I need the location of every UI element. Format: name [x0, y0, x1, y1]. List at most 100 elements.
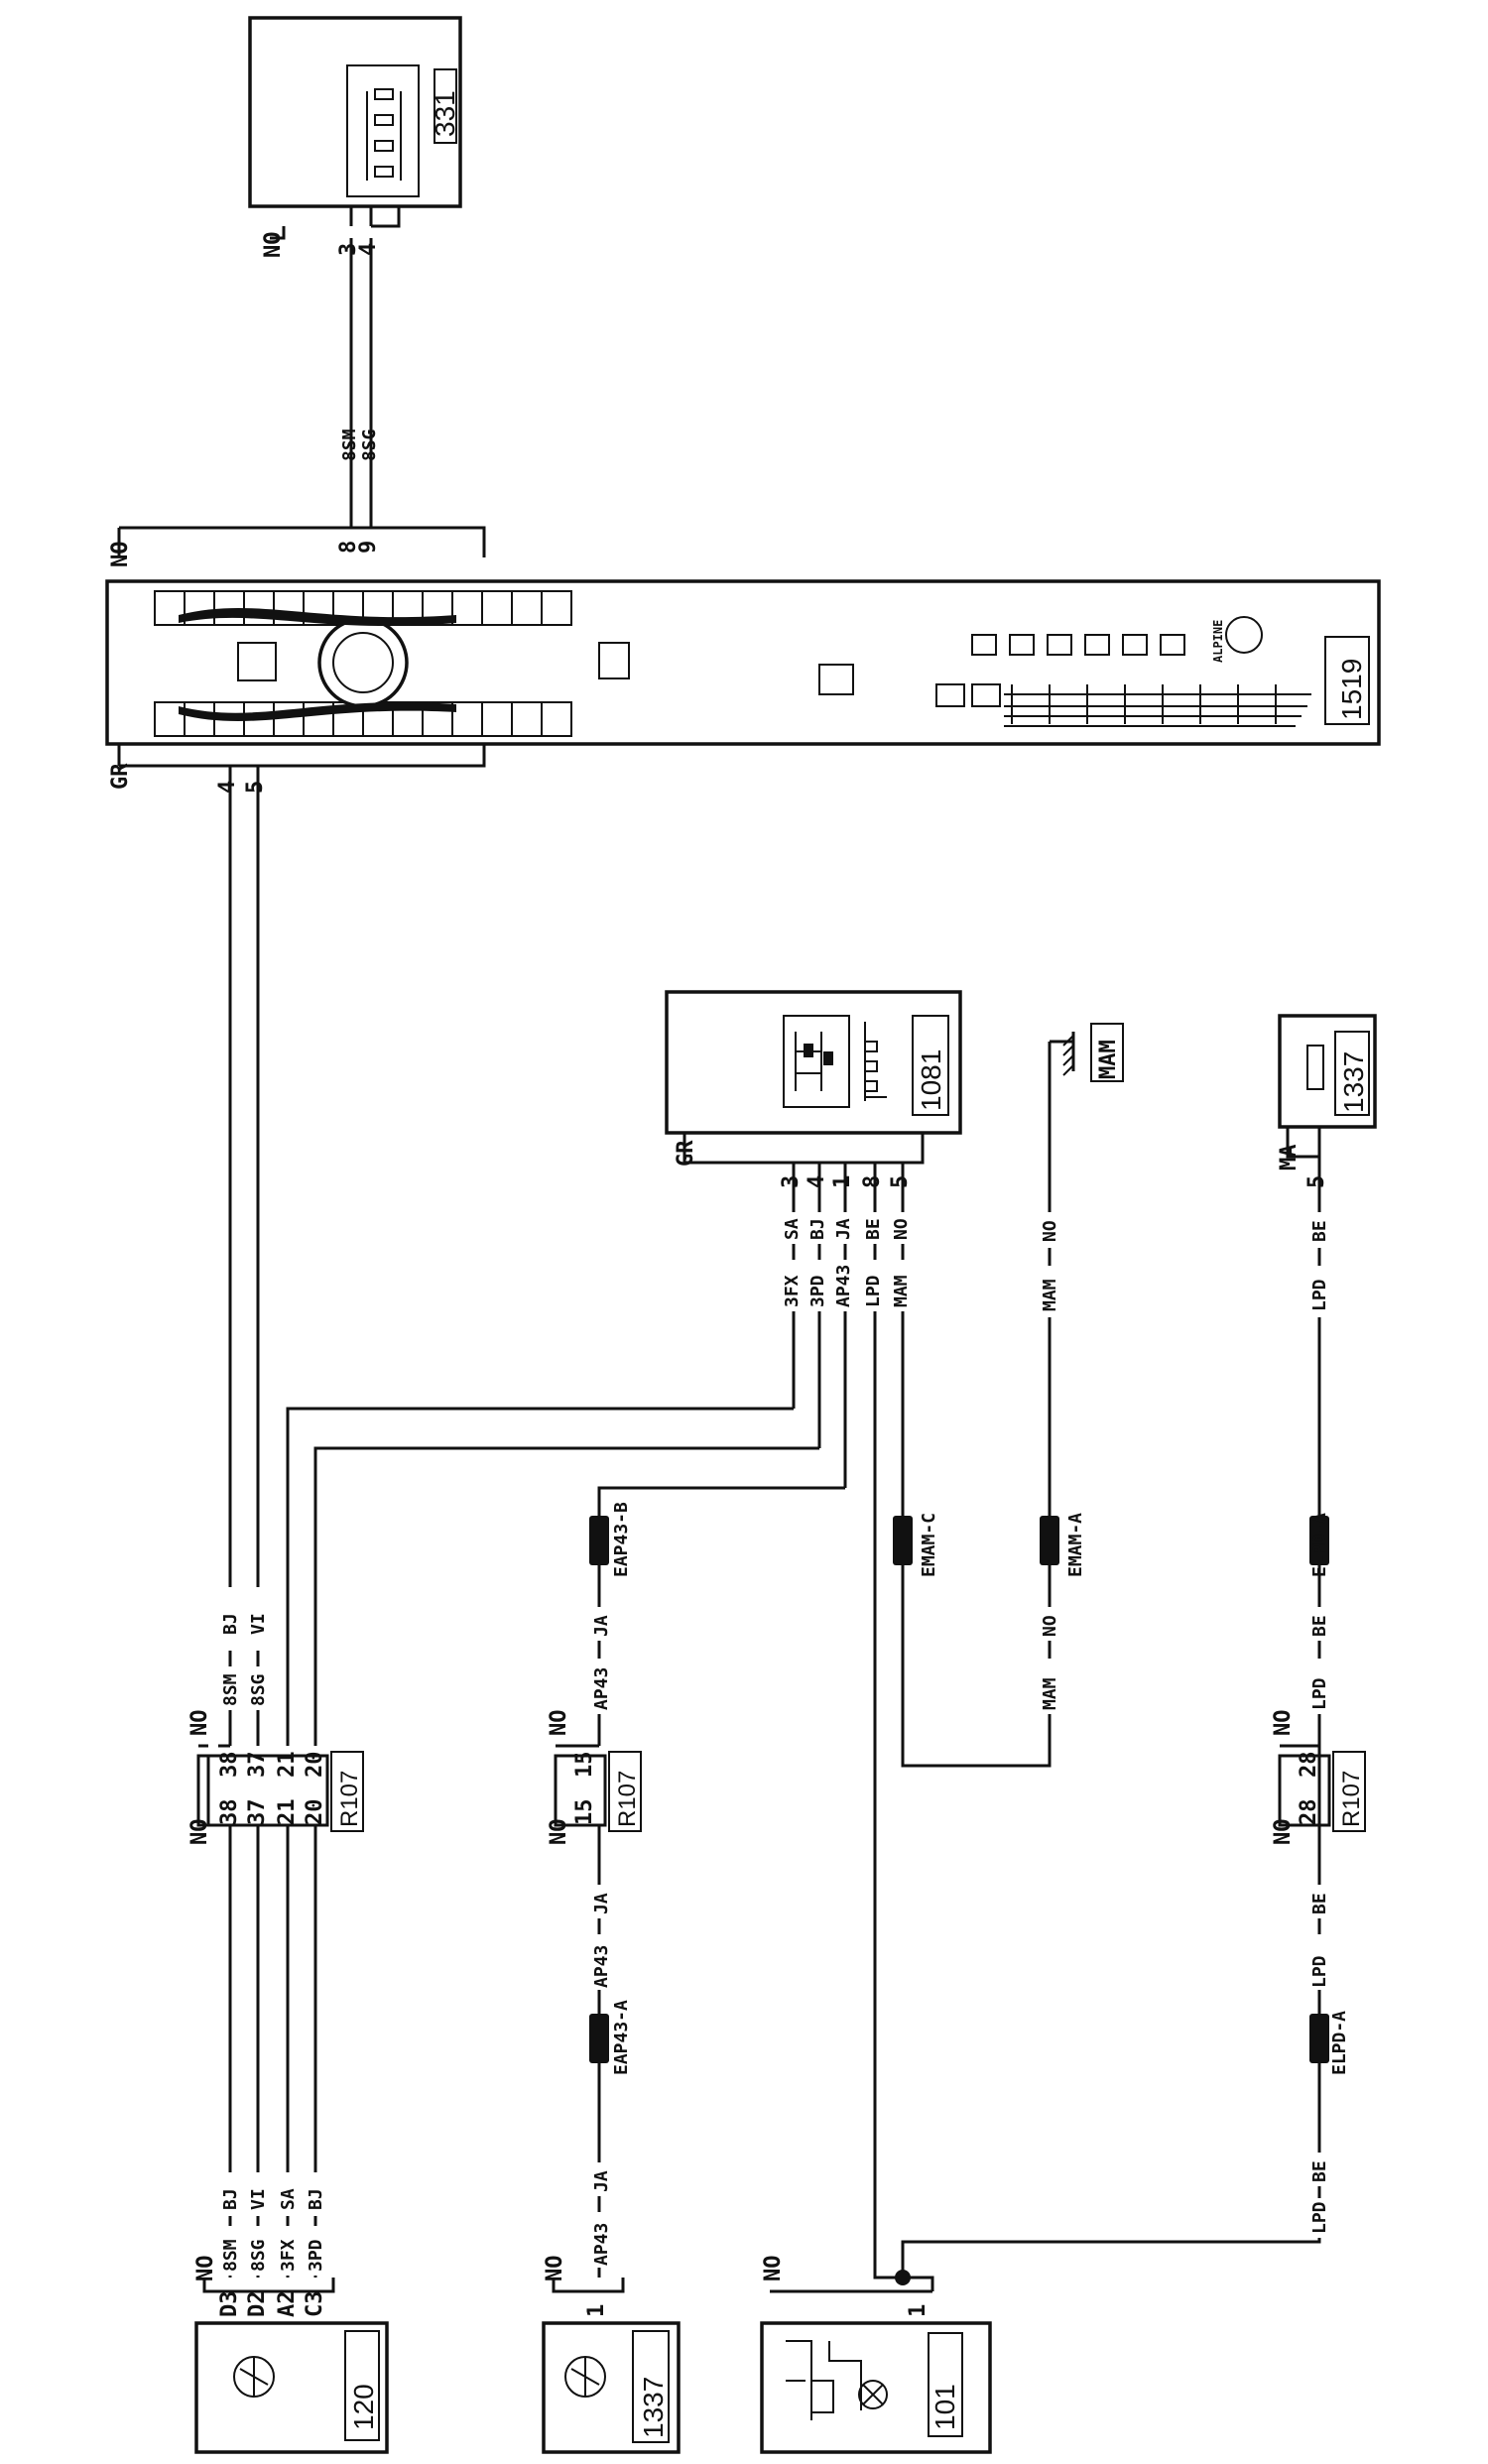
- r107b-r15: 15: [572, 1752, 597, 1779]
- bottom-bj2: BJ: [306, 2188, 326, 2210]
- color-sa: SA: [782, 1218, 803, 1240]
- r107a-right-no: NO: [187, 1710, 212, 1737]
- label-eap43-a: EAP43-A: [611, 2000, 632, 2075]
- 1337-color-be: BE: [1309, 1220, 1330, 1242]
- splice-eap43-a: [589, 2014, 609, 2063]
- component-331: 331: [248, 16, 462, 208]
- color-no: NO: [891, 1218, 912, 1240]
- seg-ap43-3: AP43: [591, 2223, 612, 2266]
- r107a-l20: 20: [303, 1799, 327, 1826]
- color-gr-1519: GR: [108, 763, 133, 790]
- label-1519: 1519: [1336, 659, 1367, 720]
- label-101: 101: [930, 2384, 960, 2430]
- r107a-l37: 37: [245, 1799, 270, 1826]
- pin-1081-3: 3: [779, 1175, 804, 1188]
- color-no-101: NO: [761, 2256, 786, 2282]
- splice-emam-c: [893, 1516, 913, 1565]
- r107a-r20: 20: [303, 1752, 327, 1779]
- wire-ap43: AP43: [833, 1265, 854, 1307]
- wire-3pd: 3PD: [807, 1275, 828, 1307]
- 1337-wire-lpd: LPD: [1309, 1279, 1330, 1311]
- pin-1519-8: 8: [336, 541, 361, 554]
- pin-1081-8: 8: [860, 1175, 885, 1188]
- connector-r107-a: R107: [196, 1736, 364, 1832]
- wire-8sm: 8SM: [339, 429, 360, 461]
- pin-120-a2: A2: [275, 2291, 300, 2318]
- pin-1519-5: 5: [243, 781, 268, 794]
- splice-elpd-a-bottom: [1309, 2014, 1329, 2063]
- label-r107-b: R107: [614, 1771, 641, 1827]
- splice-elpd-a-top: [1309, 1516, 1329, 1565]
- r107a-c1: BJ: [220, 1613, 241, 1635]
- label-1081: 1081: [916, 1049, 946, 1111]
- component-1337-bottom: 1337: [542, 2321, 681, 2454]
- label-emam-c: EMAM-C: [919, 1513, 939, 1577]
- color-no-120: NO: [193, 2256, 218, 2282]
- wire-lpd: LPD: [863, 1275, 884, 1307]
- pin-331-4: 4: [356, 243, 381, 256]
- component-1081: 1081: [665, 990, 962, 1135]
- r107b-left-no: NO: [547, 1819, 571, 1846]
- r107a-r38: 38: [217, 1752, 242, 1779]
- seg-ap43-1: AP43: [591, 1667, 612, 1710]
- pin-1337b-1: 1: [584, 2304, 609, 2317]
- pin-1519-4: 4: [215, 781, 240, 794]
- r107a-l38: 38: [217, 1799, 242, 1826]
- r107a-r21: 21: [275, 1752, 300, 1779]
- component-1519: ALPINE 1519: [105, 579, 1381, 746]
- color-ma-1337: MA: [1277, 1145, 1302, 1171]
- pin-1081-1: 1: [830, 1175, 855, 1188]
- component-120: 120: [194, 2321, 389, 2454]
- label-elpd-a-top: ELPD-A: [1309, 1513, 1330, 1577]
- bottom-bj: BJ: [220, 2188, 241, 2210]
- seg-ja-2: JA: [591, 1893, 612, 1914]
- seg-be-2: BE: [1309, 1893, 1330, 1914]
- bottom-3fx: 3FX: [278, 2239, 299, 2272]
- r107a-w1: 8SM: [220, 1673, 241, 1706]
- r107c-r28: 28: [1297, 1752, 1321, 1779]
- label-331: 331: [430, 90, 460, 137]
- component-101: 101: [760, 2321, 992, 2454]
- seg-be-3: BE: [1309, 2160, 1330, 2182]
- wire-mam: MAM: [891, 1275, 912, 1307]
- seg-mam-1: MAM: [1040, 1677, 1060, 1710]
- pin-1519-9: 9: [356, 541, 381, 554]
- color-bj: BJ: [807, 1218, 828, 1240]
- label-elpd-a-bottom: ELPD-A: [1329, 2011, 1350, 2075]
- wire-8sg: 8SG: [359, 429, 380, 461]
- pin-1081-5: 5: [888, 1175, 913, 1188]
- bottom-vi: VI: [248, 2188, 269, 2210]
- r107a-c2: VI: [248, 1613, 269, 1635]
- seg-ja-3: JA: [591, 2170, 612, 2192]
- pin-1081-4: 4: [805, 1175, 829, 1188]
- label-mam: MAM: [1096, 1040, 1121, 1079]
- seg-be-1: BE: [1309, 1615, 1330, 1637]
- color-be: BE: [863, 1218, 884, 1240]
- r107a-left-no: NO: [187, 1819, 212, 1846]
- connector-r107-b: R107: [554, 1744, 642, 1832]
- bottom-sa: SA: [278, 2188, 299, 2210]
- label-eap43-b: EAP43-B: [611, 1502, 632, 1577]
- seg-ja-1: JA: [591, 1615, 612, 1637]
- wire-3fx: 3FX: [782, 1275, 803, 1307]
- pin-331-3: 3: [336, 243, 361, 256]
- seg-ap43-2: AP43: [591, 1945, 612, 1988]
- r107a-w2: 8SG: [248, 1673, 269, 1706]
- ground-mam: MAM: [1048, 1023, 1124, 1756]
- bottom-8sg: 8SG: [248, 2239, 269, 2272]
- terminal-cell: [541, 590, 572, 626]
- color-no-1519: NO: [108, 542, 133, 568]
- bottom-3pd: 3PD: [306, 2239, 326, 2272]
- bottom-8sm: 8SM: [220, 2239, 241, 2272]
- component-1337-top: 1337: [1278, 1014, 1377, 1129]
- color-gr-1081: GR: [674, 1140, 698, 1167]
- seg-lpd-2: LPD: [1309, 1955, 1330, 1988]
- terminal-cell: [541, 701, 572, 737]
- r107b-l15: 15: [572, 1799, 597, 1826]
- label-120: 120: [348, 2384, 379, 2430]
- connector-r107-c: R107: [1278, 1744, 1366, 1832]
- r107b-right-no: NO: [547, 1710, 571, 1737]
- label-r107-c: R107: [1338, 1771, 1365, 1827]
- r107a-l21: 21: [275, 1799, 300, 1826]
